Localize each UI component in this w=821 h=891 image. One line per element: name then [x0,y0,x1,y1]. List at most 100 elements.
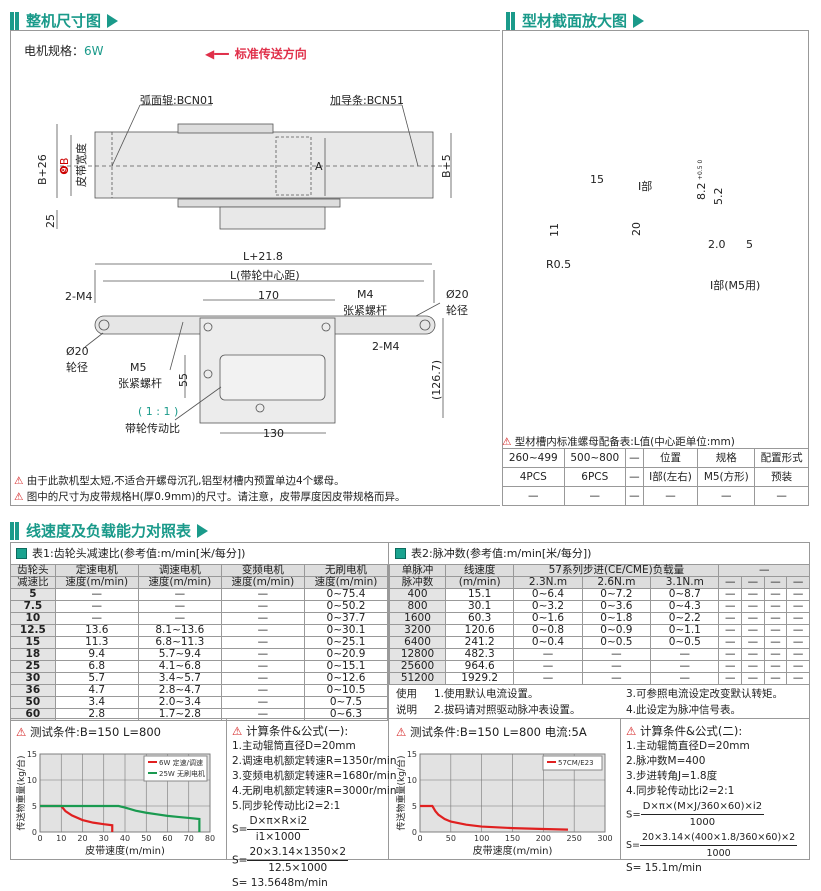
calc1-title: ⚠ 计算条件&公式(一): [232,724,397,739]
s-label: S= [232,823,248,836]
cell: 3.4 [54,696,139,709]
warning-icon: ⚠ [14,475,24,487]
cell: 4PCS [502,467,565,487]
y-tick-label: 5 [32,802,37,811]
cell: — [741,588,765,601]
dim-20: 20 [630,222,643,236]
y-tick-label: 10 [27,776,37,785]
table-row: 7.5———0~50.2 [10,600,389,613]
calc-conditions-1: ⚠ 计算条件&公式(一): 1.主动辊筒直径D=20mm 2.调速电机额定转速R… [232,724,397,891]
cell: 12.5 [10,624,56,637]
cell: 位置 [642,448,699,468]
legend-box [542,755,603,771]
cell: 0~7.5 [303,696,389,709]
table-header-row: 减速比速度(m/min)速度(m/min)速度(m/min)速度(m/min) [10,576,389,589]
cell: 0~50.2 [303,600,389,613]
cell: 线速度 [445,564,515,577]
dim-170: 170 [258,289,279,302]
cell: — [137,612,222,625]
calc2-line: 3.步进转角J=1.8度 [626,770,718,782]
legend-label: 25W 无刷电机 [159,769,205,778]
motor-spec: 电机规格：6W [24,42,104,59]
nut-table-caption: ⚠ 型材槽内标准螺母配备表:L值(中心距单位:mm) [502,434,735,449]
usage-note-4: 4.此设定为脉冲信号表。 [626,704,742,716]
cell: 减速比 [10,576,56,589]
denominator: i1×1000 [255,831,301,843]
x-tick-label: 40 [120,834,130,843]
cell: — [741,672,765,685]
s-label: S= [232,854,248,867]
cell: — [741,600,765,613]
cell: — [650,672,720,685]
x-tick-label: 80 [205,834,215,843]
cell: 0~0.9 [581,624,652,637]
conveyor-drawing [56,104,452,434]
cell: — [642,486,699,506]
y-tick-label: 0 [32,828,37,837]
cell: 0~0.5 [581,636,652,649]
cell: 4.1~6.8 [137,660,222,673]
series-line-0 [420,804,569,831]
cell: I部(左右) [642,467,699,487]
warning-icon: ⚠ [16,725,27,739]
cell: — [581,660,652,673]
cell: — [718,624,743,637]
cell: — [718,576,743,589]
cell: — [763,636,788,649]
cell: 0~0.4 [513,636,583,649]
cell: — [786,588,810,601]
dimension-section-header: 整机尺寸图 [10,10,119,31]
cell: 0~6.3 [303,708,389,721]
chart1-title: ⚠ 测试条件:B=150 L=800 [16,724,161,740]
x-tick-label: 150 [505,834,520,843]
cell: 51200 [388,672,447,685]
roller-label: 弧面辊:BCN01 [140,94,214,107]
cell: 0~1.1 [650,624,720,637]
cell: 0~25.1 [303,636,389,649]
x-tick-label: 10 [56,834,66,843]
x-tick-label: 0 [417,834,422,843]
cell: (m/min) [445,576,515,589]
cell: — [220,660,305,673]
usage-label: 使用 [396,688,417,700]
cell: 6400 [388,636,447,649]
cell: — [54,600,139,613]
dim-2-0: 2.0 [708,238,726,251]
table-header-row: 齿轮头定速电机调速电机变频电机无刷电机 [10,564,389,577]
cell: 0~37.7 [303,612,389,625]
calc1-title-text: 计算条件&公式(一): [245,724,349,738]
dim-8-2: 8.2 [695,182,708,201]
cell: — [763,612,788,625]
cell: — [763,588,788,601]
cell: 0~20.9 [303,648,389,661]
speed-section-header: 线速度及负载能力对照表 [10,520,209,541]
cell: 速度(m/min) [220,576,305,589]
divider [388,542,389,860]
cell: 6PCS [563,467,627,487]
table1-caption: 表1:齿轮头减速比(参考值:m/min[米/每分]) [10,542,245,564]
x-tick-label: 250 [567,834,582,843]
cell: — [754,486,809,506]
x-axis-label: 皮带速度(m/min) [85,844,165,857]
usage-note-2: 2.拔码请对照驱动脉冲表设置。 [434,704,581,716]
cell: 36 [10,684,56,697]
dim-25: 25 [44,214,57,228]
numerator: D×π×(M×J/360×60)×i2 [640,799,765,815]
cell: — [718,600,743,613]
cell: 预装 [754,467,809,487]
cell: — [763,576,788,589]
dimension-title: 整机尺寸图 [26,12,102,30]
cell: — [763,600,788,613]
dim-130: 130 [263,427,284,440]
cell: — [54,612,139,625]
cell: 7.5 [10,600,56,613]
